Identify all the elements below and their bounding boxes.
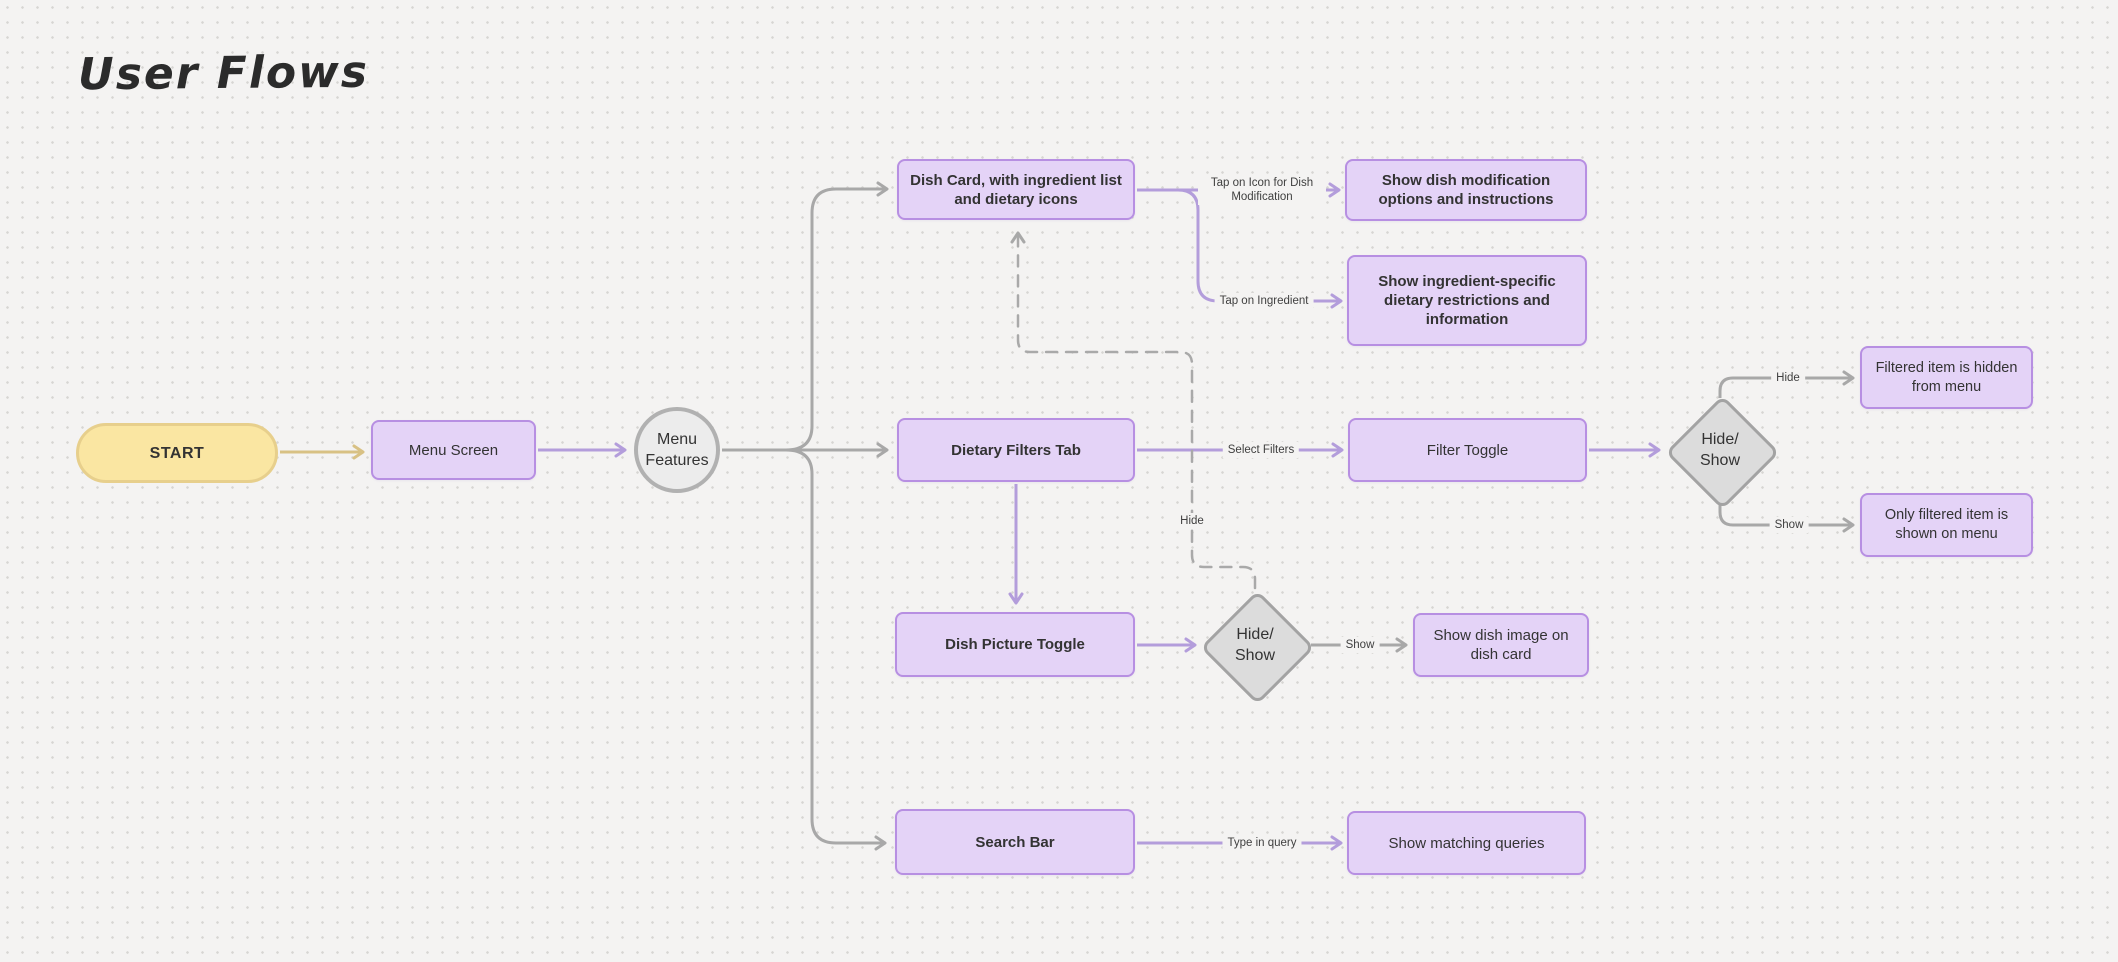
node-menu-screen[interactable]: Menu Screen [371,420,536,480]
node-filter-toggle-label: Filter Toggle [1426,441,1509,459]
node-menu-features[interactable]: Menu Features [634,407,720,493]
node-dietary-filters-tab-label: Dietary Filters Tab [951,441,1081,459]
edge-branch-up-to-dish-card[interactable] [785,181,889,452]
edge-dish-card-to-ingredient[interactable] [1177,188,1343,309]
node-menu-screen-label: Menu Screen [408,441,499,459]
edge-label-tap-on-icon[interactable]: Tap on Icon for Dish Modification [1198,175,1326,205]
node-show-matching-queries-label: Show matching queries [1388,834,1545,852]
edge-label-hide-picture[interactable]: Hide [1175,513,1209,529]
edge-label-tap-on-ingredient[interactable]: Tap on Ingredient [1214,293,1314,309]
node-dish-picture-toggle[interactable]: Dish Picture Toggle [895,612,1135,677]
node-filtered-shown-result[interactable]: Only filtered item is shown on menu [1860,493,2033,557]
node-filter-toggle[interactable]: Filter Toggle [1348,418,1587,482]
node-search-bar[interactable]: Search Bar [895,809,1135,875]
edge-decision-hide-branch[interactable] [1718,370,1855,398]
edge-label-select-filters[interactable]: Select Filters [1222,442,1300,458]
node-dish-picture-toggle-label: Dish Picture Toggle [945,636,1085,653]
node-show-dish-image-label: Show dish image on dish card [1433,627,1569,663]
edge-picture-hide-dashed[interactable] [1010,231,1257,590]
edge-label-type-in-query[interactable]: Type in query [1222,835,1302,851]
edge-label-hide-filter[interactable]: Hide [1771,370,1805,386]
edge-decision-show-branch[interactable] [1718,502,1855,533]
node-start-label: START [149,444,205,462]
node-filtered-hidden-result[interactable]: Filtered item is hidden from menu [1860,346,2033,409]
node-show-modification-label: Show dish modification options and instr… [1378,172,1554,208]
node-menu-features-label: Menu Features [645,431,709,469]
node-filtered-shown-result-label: Only filtered item is shown on menu [1884,507,2009,542]
node-show-dish-image[interactable]: Show dish image on dish card [1413,613,1589,677]
node-dietary-filters-tab[interactable]: Dietary Filters Tab [897,418,1135,482]
node-show-ingredient-info-label: Show ingredient-specific dietary restric… [1378,273,1556,328]
node-show-matching-queries[interactable]: Show matching queries [1347,811,1586,875]
node-dish-card-label: Dish Card, with ingredient list and diet… [910,171,1122,208]
node-picture-decision-label: Hide/ Show [1234,626,1276,664]
edge-branch-down-to-search-bar[interactable] [785,448,887,851]
node-dish-card[interactable]: Dish Card, with ingredient list and diet… [897,159,1135,220]
node-filtered-hidden-result-label: Filtered item is hidden from menu [1875,359,2018,395]
node-show-ingredient-info[interactable]: Show ingredient-specific dietary restric… [1347,255,1587,346]
node-filter-decision-label: Hide/ Show [1699,431,1741,469]
node-start[interactable]: START [76,423,278,483]
edge-label-show-picture[interactable]: Show [1340,637,1380,653]
node-search-bar-label: Search Bar [975,833,1055,851]
node-show-modification[interactable]: Show dish modification options and instr… [1345,159,1587,221]
edge-label-show-filter[interactable]: Show [1769,517,1809,533]
